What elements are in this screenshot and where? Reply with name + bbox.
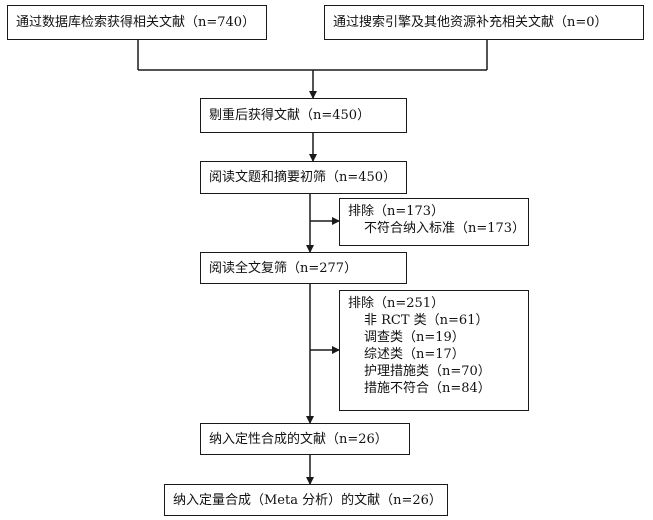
quantitative-box: 纳入定量合成（Meta 分析）的文献（n=26） (164, 484, 448, 516)
db-search-box: 通过数据库检索获得相关文献（n=740） (7, 5, 267, 40)
screen-box: 阅读文题和摘要初筛（n=450） (200, 161, 407, 194)
exclude2-item-nursing: 护理措施类（n=70） (364, 364, 491, 379)
exclude2-item-review: 综述类（n=17） (364, 347, 465, 362)
dedup-box: 剔重后获得文献（n=450） (200, 98, 407, 133)
quantitative-label: 纳入定量合成（Meta 分析）的文献（n=26） (173, 492, 442, 508)
full-text-box: 阅读全文复筛（n=277） (200, 252, 407, 284)
exclude2-item-survey: 调查类（n=19） (364, 330, 465, 345)
screen-label: 阅读文题和摘要初筛（n=450） (209, 170, 397, 185)
exclude2-item-rct: 非 RCT 类（n=61） (364, 313, 489, 328)
exclude1-title: 排除（n=173） (348, 204, 445, 219)
db-search-label: 通过数据库检索获得相关文献（n=740） (16, 15, 256, 30)
dedup-label: 剔重后获得文献（n=450） (209, 108, 371, 123)
qualitative-label: 纳入定性合成的文献（n=26） (209, 431, 388, 447)
exclude1-item: 不符合纳入标准（n=173） (364, 221, 526, 236)
other-sources-box: 通过搜索引擎及其他资源补充相关文献（n=0） (324, 5, 644, 40)
exclude1-box: 排除（n=173） 不符合纳入标准（n=173） (339, 198, 529, 246)
other-sources-label: 通过搜索引擎及其他资源补充相关文献（n=0） (333, 15, 608, 30)
full-text-label: 阅读全文复筛（n=277） (209, 260, 358, 276)
exclude2-box: 排除（n=251） 非 RCT 类（n=61） 调查类（n=19） 综述类（n=… (339, 290, 529, 411)
exclude2-item-mismatch: 措施不符合（n=84） (364, 381, 491, 396)
exclude2-title: 排除（n=251） (348, 296, 445, 311)
qualitative-box: 纳入定性合成的文献（n=26） (200, 423, 410, 455)
